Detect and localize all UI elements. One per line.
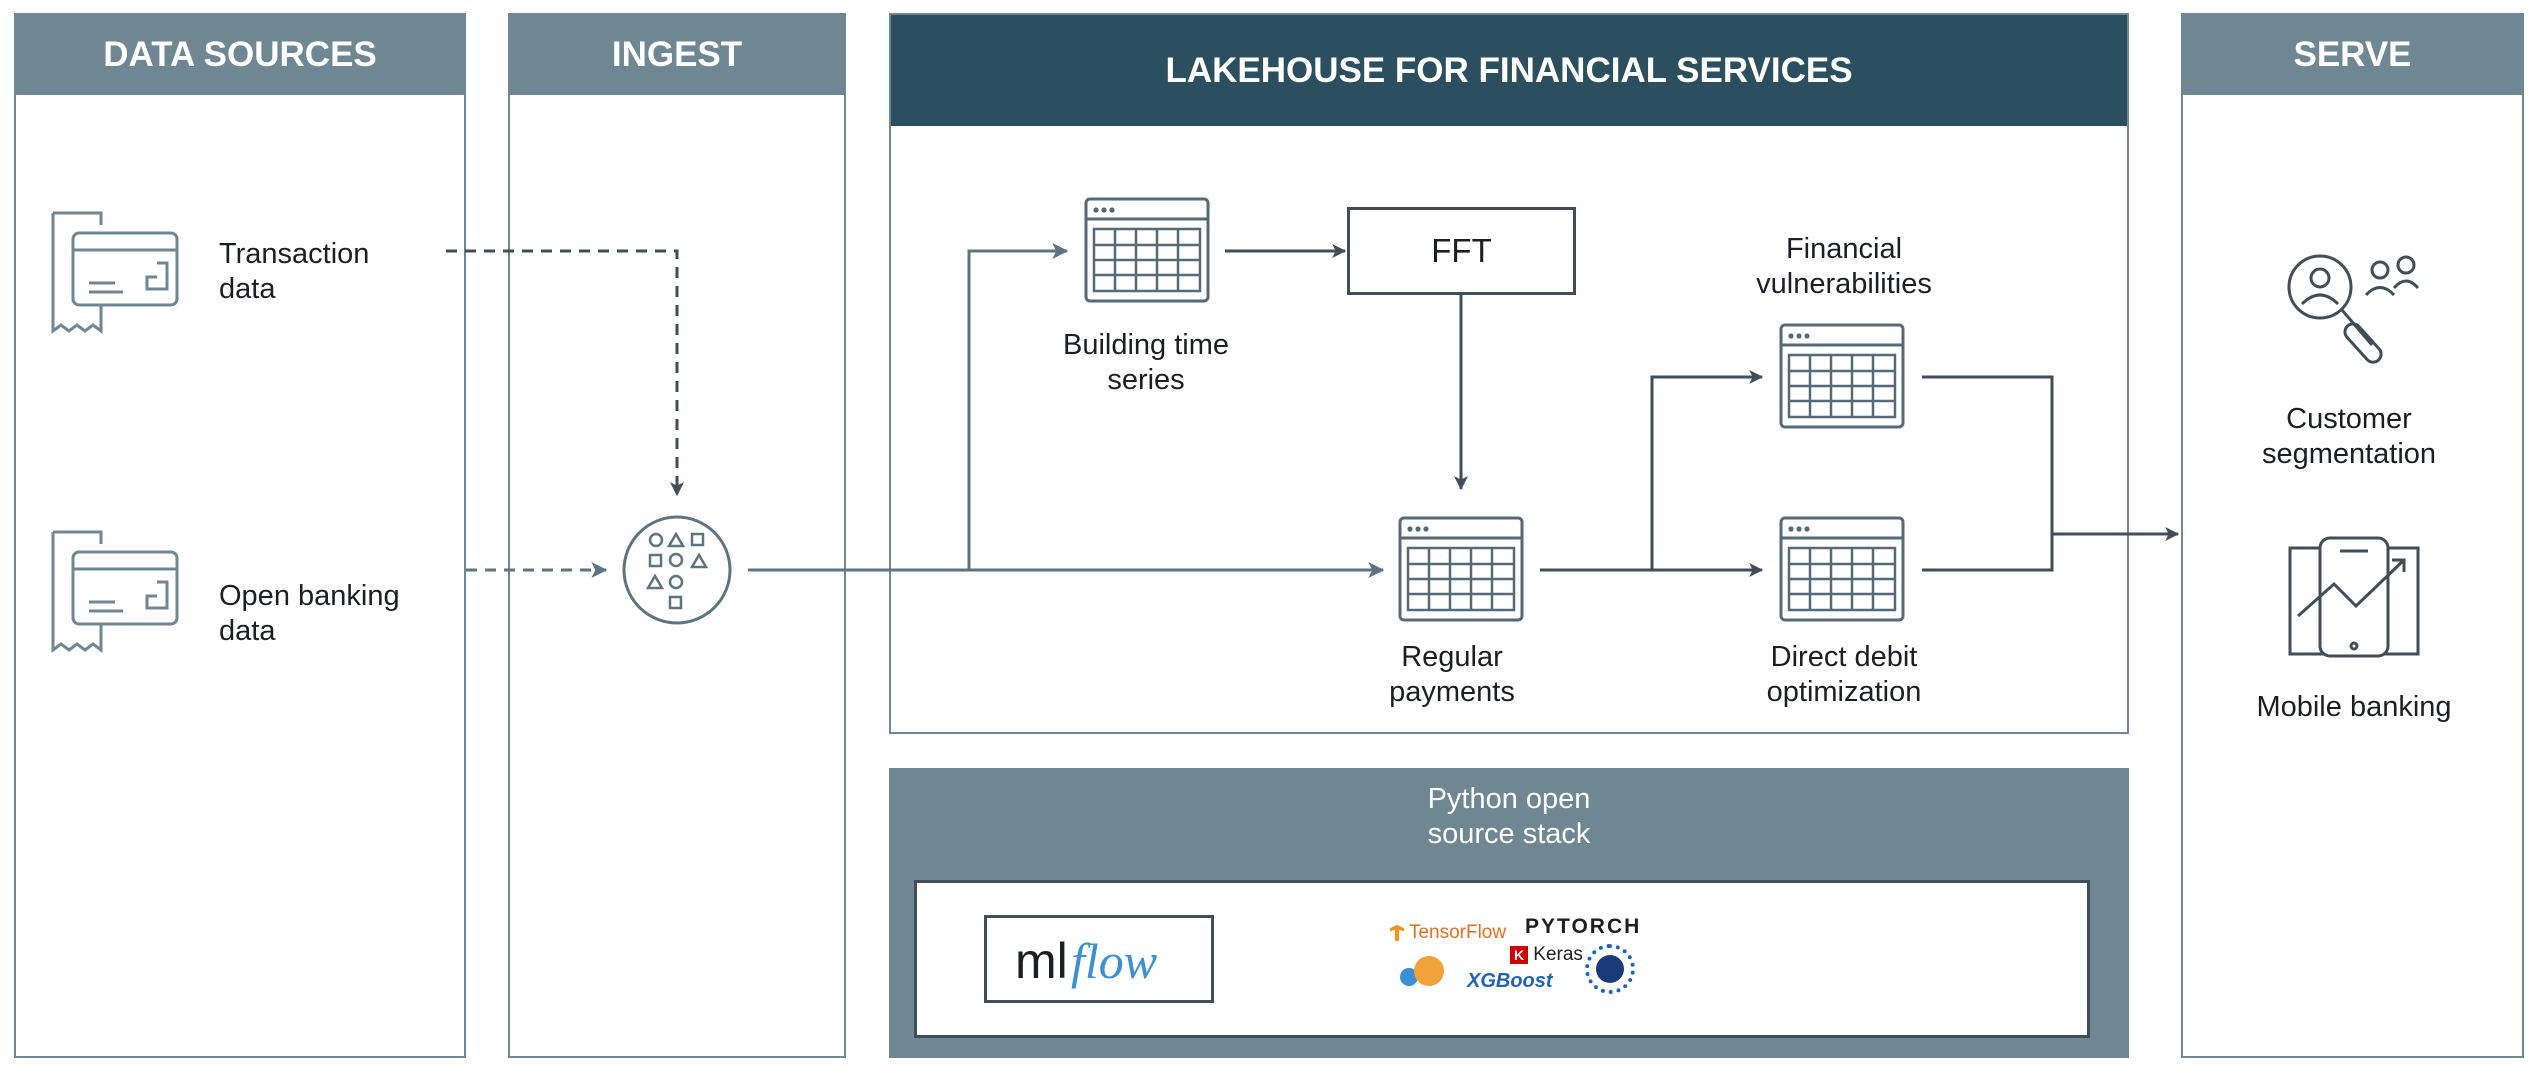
- fft-box: FFT: [1347, 207, 1576, 295]
- keras-label: Keras: [1533, 944, 1583, 965]
- open-banking-data-label: Open banking data: [219, 580, 400, 648]
- transaction-to-ingest-connector: [446, 249, 684, 497]
- transaction-data-label: Transaction data: [219, 238, 370, 306]
- direct-debit-optimization-label: Direct debit optimization: [1766, 641, 1922, 709]
- vulnerabilities-to-serve-connector: [1922, 375, 2054, 572]
- customer-segmentation-icon: [2287, 254, 2420, 364]
- lakehouse-panel: LAKEHOUSE FOR FINANCIAL SERVICES: [889, 13, 2129, 734]
- ingest-shapes-icon: [622, 515, 732, 625]
- tensorflow-label: TensorFlow: [1408, 922, 1507, 943]
- dask-logo-icon: [1400, 956, 1446, 988]
- pytorch-logo: PYTORCH: [1525, 915, 1642, 938]
- financial-vulnerabilities-label: Financial vulnerabilities: [1756, 233, 1932, 301]
- data-sources-header: DATA SOURCES: [16, 15, 464, 95]
- lakehouse-header: LAKEHOUSE FOR FINANCIAL SERVICES: [891, 15, 2127, 126]
- regular-payments-to-vulnerabilities-connector: [1650, 370, 1764, 570]
- mobile-banking-label: Mobile banking: [2256, 691, 2452, 723]
- direct-debit-optimization-table-icon: [1779, 516, 1905, 622]
- customer-segmentation-label: Customer segmentation: [2261, 403, 2437, 471]
- building-time-series-table-icon: [1084, 197, 1210, 303]
- mlflow-logo-ml: ml: [1015, 933, 1068, 989]
- dask-blob-orange: [1414, 956, 1444, 986]
- keras-icon: K: [1510, 945, 1528, 964]
- regular-payments-label: Regular payments: [1389, 641, 1515, 709]
- dask-blob-blue: [1400, 968, 1418, 986]
- mobile-banking-icon: [2288, 536, 2420, 658]
- financial-vulnerabilities-table-icon: [1779, 323, 1905, 429]
- data-sources-panel: DATA SOURCES: [14, 13, 466, 1058]
- tensorflow-logo: TensorFlow: [1390, 922, 1506, 944]
- xgboost-logo: XGBoost: [1467, 970, 1553, 992]
- seal-logo-icon: [1585, 944, 1635, 994]
- serve-panel: SERVE: [2181, 13, 2524, 1058]
- ingest-to-time-series-connector: [967, 243, 1069, 570]
- seal-logo-inner: [1596, 955, 1624, 983]
- open-banking-data-icon: [51, 530, 179, 652]
- mlflow-logo-flow: flow: [1071, 933, 1158, 989]
- serve-header: SERVE: [2183, 15, 2522, 95]
- keras-logo: K Keras: [1510, 944, 1583, 966]
- building-time-series-label: Building time series: [1062, 329, 1230, 397]
- mlflow-logo: ml flow: [984, 915, 1214, 1003]
- python-stack-title: Python open source stack: [1427, 783, 1591, 851]
- transaction-data-icon: [51, 211, 179, 333]
- ingest-header: INGEST: [510, 15, 844, 95]
- regular-payments-table-icon: [1398, 516, 1524, 622]
